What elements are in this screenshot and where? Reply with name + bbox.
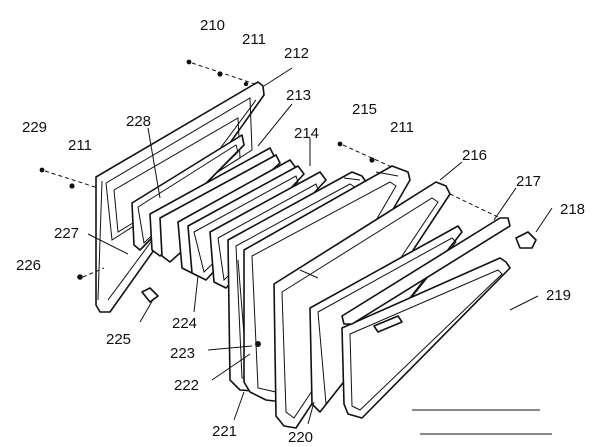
label-212: 212	[284, 45, 309, 62]
leader-lines	[87, 67, 553, 425]
label-225: 225	[106, 331, 131, 348]
label-214: 214	[294, 125, 319, 142]
label-215: 215	[352, 101, 377, 118]
bottom-marks	[412, 409, 552, 435]
label-219: 219	[546, 287, 571, 304]
label-217: 217	[516, 173, 541, 190]
label-224: 224	[172, 315, 197, 332]
label-226: 226	[16, 257, 41, 274]
door-handle	[341, 217, 537, 333]
label-223: 223	[170, 345, 195, 362]
label-211-top: 211	[242, 31, 266, 48]
label-227: 227	[54, 225, 79, 242]
label-211-left: 211	[68, 137, 92, 154]
label-211-right: 211	[390, 119, 414, 136]
label-229: 229	[22, 119, 47, 136]
label-210: 210	[200, 17, 225, 34]
label-228: 228	[126, 113, 151, 130]
part-labels: 210 211 212 213 214 215 211 216 217 218 …	[16, 17, 585, 446]
label-216: 216	[462, 147, 487, 164]
label-220: 220	[288, 429, 313, 446]
clip-part	[141, 287, 159, 303]
label-213: 213	[286, 87, 311, 104]
assembly-lines	[44, 62, 501, 278]
label-218: 218	[560, 201, 585, 218]
label-222: 222	[174, 377, 199, 394]
label-221: 221	[212, 423, 237, 440]
trim-frame	[341, 257, 511, 419]
